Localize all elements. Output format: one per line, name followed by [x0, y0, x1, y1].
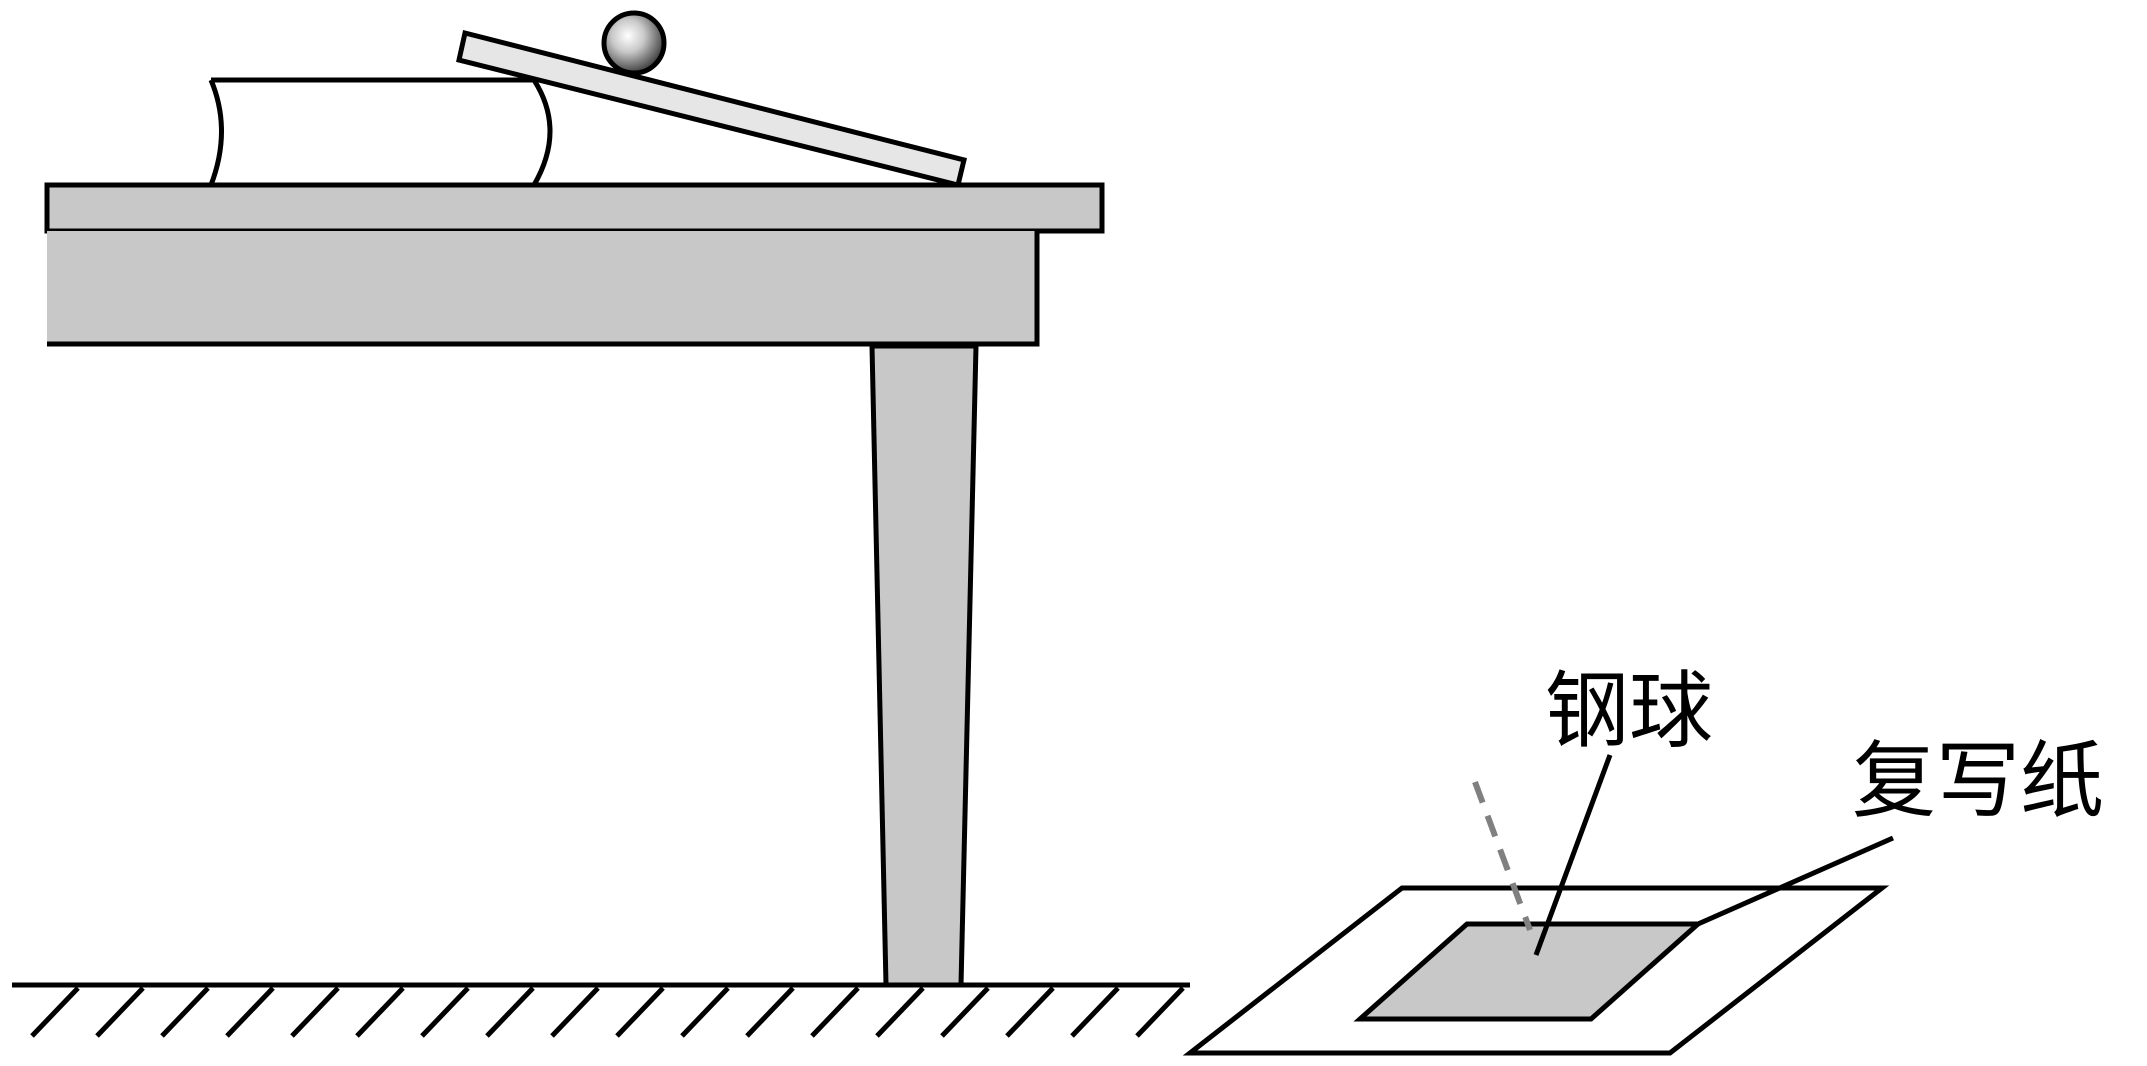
table-top [44, 182, 1105, 234]
ground-hatch-mark [225, 986, 275, 1038]
table-leg [869, 343, 979, 988]
steel-ball [601, 10, 667, 76]
ball-trajectory-dashed [1472, 780, 1533, 932]
ground-hatch-mark [1005, 986, 1055, 1038]
ground-hatch-mark [745, 986, 795, 1038]
ground-hatch-mark [420, 986, 470, 1038]
carbon-paper [1353, 921, 1705, 1022]
ground-hatch-mark [160, 986, 210, 1038]
ground-hatch-mark [1070, 986, 1120, 1038]
incline-support-block [208, 77, 553, 187]
ground-hatch-mark [940, 986, 990, 1038]
ground-hatch-mark [485, 986, 535, 1038]
ground-hatch-mark [30, 986, 80, 1038]
table-apron [47, 231, 1040, 347]
ground-hatch-mark [95, 986, 145, 1038]
carbon-paper-leader-line [1696, 835, 1895, 927]
ground-hatch-mark [1135, 986, 1185, 1038]
incline-ramp [456, 29, 968, 189]
steel-ball-leader-line [1533, 754, 1613, 956]
carbon-paper-label: 复写纸 [1852, 732, 2104, 830]
ground-hatch-mark [355, 986, 405, 1038]
ground-hatch-mark [615, 986, 665, 1038]
ground-hatch-mark [875, 986, 925, 1038]
ground-hatch-mark [680, 986, 730, 1038]
ground-hatch-mark [810, 986, 860, 1038]
ground-hatch-mark [290, 986, 340, 1038]
steel-ball-label: 钢球 [1545, 662, 1713, 760]
ground [12, 982, 1190, 1038]
ground-hatch-mark [550, 986, 600, 1038]
